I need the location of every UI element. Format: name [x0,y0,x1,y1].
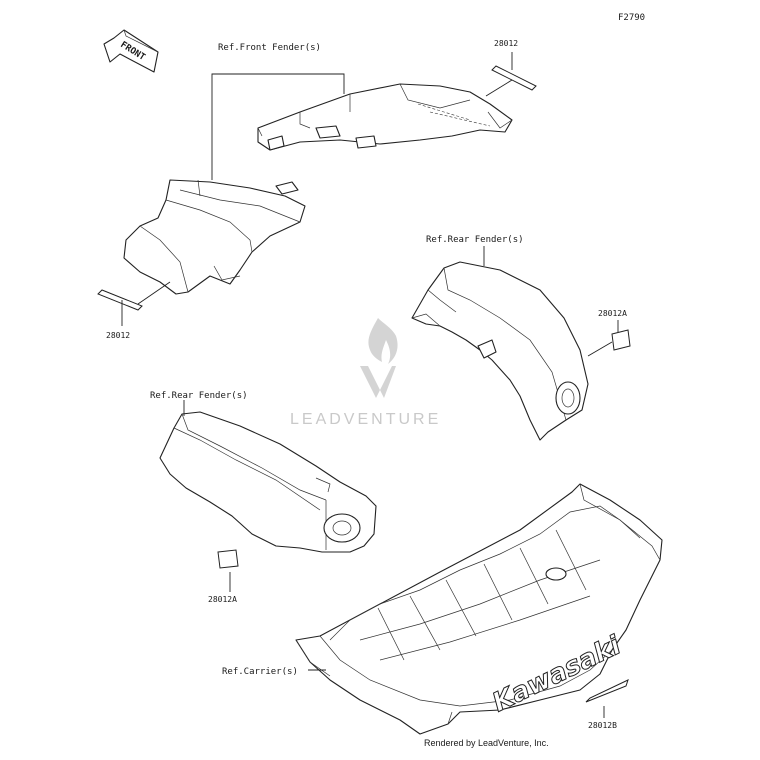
leader-28012-top-part [485,79,513,97]
leader-28012a-right-part [587,341,613,357]
leader-front-fender [211,73,345,180]
decal-28012a-right [611,329,631,351]
front-fender-top-part [257,83,513,151]
front-arrow-icon: FRONT [103,29,159,73]
label-28012a-lower-left: 28012A [208,595,237,604]
flame-logo-icon [368,318,398,364]
label-ref-rear-fender-right: Ref.Rear Fender(s) [426,235,524,245]
rendered-by-credit: Rendered by LeadVenture, Inc. [424,738,549,748]
label-28012-left: 28012 [106,331,130,340]
label-ref-front-fender: Ref.Front Fender(s) [218,43,321,53]
watermark-text: LEADVENTURE [290,411,441,428]
figure-code: F2790 [618,13,645,23]
label-ref-carrier: Ref.Carrier(s) [222,667,298,677]
label-28012b-bottom-right: 28012B [588,721,617,730]
rear-fender-left-part [159,411,377,553]
decal-28012-left [97,289,143,311]
label-ref-rear-fender-left: Ref.Rear Fender(s) [150,391,248,401]
label-28012a-right: 28012A [598,309,627,318]
label-28012-top-right: 28012 [494,39,518,48]
decal-28012a-lower-left [217,549,239,569]
rear-fender-right-part [411,261,589,441]
leader-28012-left-part [137,281,171,305]
decal-28012-top-right [491,65,537,91]
carrier-bed-part [295,483,663,735]
leadventure-watermark: LEADVENTURE [290,318,441,428]
decal-28012b-bottom-right [585,679,629,703]
front-fender-side-part [123,179,306,295]
